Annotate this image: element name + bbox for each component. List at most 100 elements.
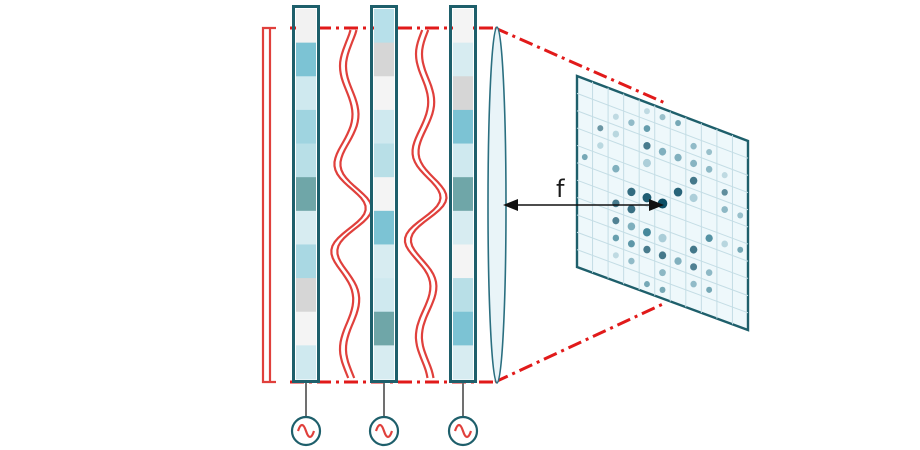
diffraction-spot — [627, 187, 636, 197]
diffraction-spot — [643, 245, 651, 254]
diffraction-spot — [597, 125, 604, 132]
modulator-cell — [374, 177, 394, 212]
diffraction-spot — [690, 263, 698, 271]
wave-2-a — [403, 29, 442, 379]
diffraction-spot — [689, 193, 698, 203]
screen-grid — [576, 81, 749, 325]
diffraction-spot — [673, 187, 683, 197]
diffraction-spot — [644, 281, 650, 288]
arrowhead-left — [503, 199, 518, 211]
modulator-cell — [453, 244, 473, 279]
modulator-cell — [296, 76, 316, 111]
diffraction-spot — [642, 228, 651, 237]
grid-line — [576, 214, 749, 279]
diffraction-spot — [674, 153, 682, 162]
diffraction-spot — [690, 159, 698, 168]
modulator-cell — [374, 244, 394, 279]
diffraction-spot — [659, 269, 666, 277]
diffraction-spot — [705, 165, 713, 173]
modulator-2 — [370, 5, 398, 383]
diffraction-spot — [628, 257, 635, 265]
modulator-cell — [374, 76, 394, 111]
sine-wave-icon — [296, 423, 316, 439]
modulator-cell — [296, 311, 316, 346]
focal-length-arrow — [503, 199, 664, 211]
signal-sources — [290, 383, 479, 447]
modulator-cell — [374, 345, 394, 380]
diffracted-waves — [330, 29, 448, 379]
arrowhead-right — [649, 199, 664, 211]
modulator-cell — [453, 345, 473, 380]
diffraction-spot — [581, 153, 588, 161]
diffraction-spot — [612, 130, 620, 138]
diffraction-spot — [690, 280, 697, 288]
diffraction-spot — [721, 189, 728, 196]
modulator-cell — [296, 345, 316, 380]
diffraction-spot — [612, 164, 620, 173]
incident-beam — [261, 26, 276, 384]
diffraction-spot — [612, 217, 620, 225]
diffraction-spot — [658, 251, 667, 260]
source-3 — [447, 383, 479, 447]
diffraction-spot — [659, 286, 666, 293]
diffraction-spot — [674, 257, 682, 265]
modulator-frame — [449, 5, 477, 383]
bottom-boundary-right — [494, 301, 666, 384]
diffraction-spot — [705, 234, 713, 243]
modulator-cell — [296, 244, 316, 279]
diffraction-spot — [737, 246, 744, 253]
diffraction-spot — [612, 113, 619, 120]
modulator-cell — [453, 278, 473, 313]
modulator-cell — [453, 177, 473, 212]
modulator-cell — [453, 143, 473, 178]
top-boundary-right — [494, 26, 666, 105]
modulator-cell — [296, 109, 316, 145]
grid-line — [576, 249, 749, 314]
diffraction-spot — [627, 240, 635, 248]
modulator-cell — [296, 177, 316, 212]
diffraction-spot — [721, 206, 728, 214]
modulator-3 — [449, 5, 477, 383]
modulator-cell — [374, 9, 394, 44]
diffraction-spot — [675, 119, 681, 127]
diffraction-spot — [628, 119, 635, 126]
spatial-light-modulators — [292, 5, 477, 383]
modulator-cell — [453, 42, 473, 77]
diffraction-spot — [658, 147, 667, 156]
modulator-cell — [374, 278, 394, 313]
modulator-cell — [374, 311, 394, 346]
modulator-cell — [296, 210, 316, 245]
diffraction-spot — [612, 234, 620, 242]
diffraction-spot — [706, 286, 713, 293]
source-2 — [368, 383, 400, 447]
wave-2-b — [409, 29, 448, 379]
modulator-cell — [296, 42, 316, 77]
diffraction-spot — [689, 245, 698, 254]
modulator-cell — [374, 109, 394, 145]
focal-length-label: f — [556, 175, 565, 203]
modulator-cell — [453, 210, 473, 245]
diffraction-spot — [706, 148, 713, 156]
sine-wave-icon — [453, 423, 473, 439]
grid-line — [576, 162, 749, 228]
source-1 — [290, 383, 322, 447]
diffraction-spot — [612, 199, 620, 208]
diffraction-spot — [597, 142, 604, 149]
diffraction-spot — [659, 114, 666, 121]
diffraction-spot — [721, 240, 728, 248]
diffraction-spot — [721, 172, 728, 179]
grid-line — [576, 144, 749, 211]
diffraction-spot — [658, 233, 667, 243]
modulator-cell — [374, 210, 394, 245]
grid-line — [576, 92, 749, 159]
diffraction-spot — [737, 212, 744, 219]
modulator-cell — [453, 76, 473, 111]
diffraction-spot — [644, 108, 650, 115]
modulator-frame — [370, 5, 398, 383]
modulator-cell — [296, 143, 316, 178]
sine-wave-icon — [374, 423, 394, 439]
modulator-cell — [374, 143, 394, 178]
grid-line — [576, 179, 749, 245]
diffraction-spot — [612, 252, 619, 259]
diffraction-spot — [642, 158, 651, 168]
